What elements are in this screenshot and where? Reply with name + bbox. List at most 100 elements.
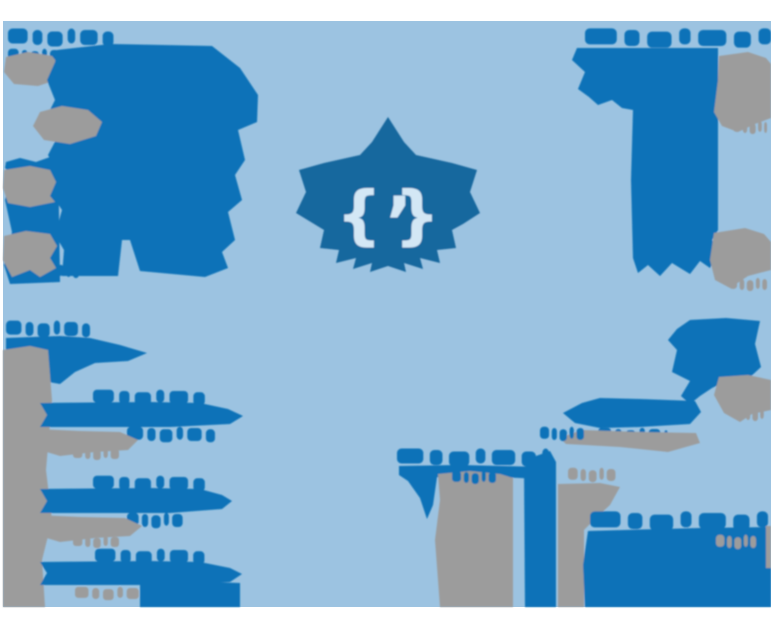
center-column-overlay-label-seg	[481, 470, 486, 482]
banner1-sub-label-seg	[187, 428, 202, 441]
banner2-sub-label-seg	[151, 515, 161, 529]
top-right-label-seg	[698, 30, 727, 46]
bottom-right-gray-sliver	[766, 526, 771, 568]
top-right-gray-label-b-seg	[755, 277, 760, 289]
banner2-sub-label-seg	[163, 512, 169, 526]
banner3-gray-label-seg	[75, 586, 89, 598]
banner1-gray-label-seg	[85, 449, 91, 459]
star-glyph-1-icon: ’	[386, 182, 413, 264]
col-mid-blue-label-seg	[569, 426, 574, 439]
banner1-sub-label-seg	[159, 429, 173, 443]
banner1-label-seg	[156, 389, 165, 403]
banner3-block	[140, 580, 240, 607]
avenue-label-seg	[82, 323, 90, 338]
bottom-right-label-seg	[590, 511, 621, 528]
banner1-sub-label-seg	[205, 429, 215, 443]
top-left-label-row-seg	[80, 30, 98, 45]
left-mid-label-seg	[81, 264, 85, 276]
right-gray-column	[558, 483, 620, 607]
banner1-label-seg	[93, 389, 114, 403]
top-right-gray-label-b-seg	[729, 277, 738, 289]
banner1-sub-label-seg	[127, 426, 144, 440]
banner2-gray-blob	[33, 515, 142, 542]
bottom-right-label-seg	[733, 514, 750, 531]
banner2-label-seg	[193, 478, 205, 492]
col-gray-label-seg	[599, 467, 604, 480]
top-right-label-seg	[624, 30, 640, 46]
banner2-label-seg	[156, 475, 165, 489]
top-left-gray-ellipse	[33, 106, 102, 144]
banner3-label-seg	[120, 550, 131, 563]
avenue-label-seg	[25, 322, 34, 336]
col-gray-label-seg	[606, 469, 616, 481]
banner3-label-seg	[193, 551, 205, 565]
top-right-gray-label-b-seg	[739, 279, 745, 290]
bottom-right-label-seg	[698, 513, 726, 529]
center-column-overlay-label-seg	[488, 472, 496, 483]
top-right-label-seg	[679, 28, 691, 45]
banner3-label-seg	[156, 548, 165, 562]
banner1-gray-label-seg	[93, 450, 101, 460]
banner2-sub-label-seg	[172, 514, 183, 527]
avenue-label-seg	[6, 320, 22, 335]
banner3-gray-label-seg	[92, 588, 100, 599]
col-mid-blue-label-seg	[576, 428, 584, 440]
center-label-seg	[475, 448, 486, 464]
banner1-sub-label-seg	[147, 428, 156, 441]
mid-right-gray-label-seg	[760, 407, 764, 419]
shape-layer: {’}	[3, 28, 771, 607]
top-left-label-row-seg	[102, 31, 114, 47]
top-left-label-row-seg	[67, 28, 76, 44]
banner1-label-seg	[193, 392, 205, 406]
col-gray-label-seg	[568, 467, 578, 480]
center-column-overlay-label-seg	[471, 473, 479, 485]
top-right-mass	[572, 48, 718, 276]
left-gray-column	[3, 346, 52, 607]
banner1-label-seg	[169, 391, 189, 404]
banner1-gray-label-seg	[103, 448, 108, 458]
avenue-label-seg	[37, 323, 50, 338]
top-right-gray-blob-b	[710, 228, 771, 288]
band-gray	[560, 430, 700, 452]
center-wedge	[399, 465, 545, 519]
mid-right-shape	[668, 318, 761, 404]
band-blue	[563, 398, 701, 428]
bottom-right-block	[583, 527, 771, 607]
top-right-gray-label-a-seg	[742, 122, 748, 133]
banner3-gray-label-seg	[126, 588, 139, 599]
bottom-right-label-seg	[627, 513, 643, 529]
bottom-right-label-seg	[756, 511, 768, 528]
star-glyph-2-icon: }	[394, 179, 440, 253]
central-star-emblem	[296, 117, 480, 272]
bottom-right-label-seg	[649, 514, 674, 531]
bottom-right-gray-label-seg	[716, 534, 725, 547]
bottom-right-gray-label-seg	[750, 536, 756, 548]
top-right-gray-blob-a	[714, 52, 771, 132]
banner2-gray-label-seg	[103, 536, 108, 546]
top-left-label-row-seg	[47, 31, 63, 47]
banner2-label-seg	[93, 475, 114, 489]
banner3-band	[40, 561, 242, 585]
mid-right-gray-label-seg	[737, 407, 744, 419]
top-left-main-mass	[45, 44, 258, 277]
mid-right-gray-label-seg	[752, 410, 758, 422]
center-gray-column	[435, 471, 513, 607]
top-left-gray-blob-a	[4, 52, 60, 86]
banner2-label-seg	[169, 477, 189, 490]
banner2-label-seg	[119, 477, 130, 490]
avenue-label-seg	[53, 320, 61, 335]
top-right-gray-label-a-seg	[733, 120, 741, 132]
left-mid-label-seg	[66, 266, 71, 277]
top-right-label-seg	[647, 31, 672, 48]
avenue-label-seg	[64, 322, 78, 336]
mid-right-gray-label-seg	[746, 409, 751, 420]
banner1-label-seg	[119, 391, 130, 404]
banner1-sub-label-seg	[176, 426, 184, 440]
top-left-label-row-seg	[8, 28, 28, 44]
right-blue-column	[524, 451, 556, 607]
col-mid-blue-label-seg	[551, 428, 557, 440]
col-gray-label-seg	[580, 469, 586, 481]
center-label-seg	[449, 451, 470, 467]
